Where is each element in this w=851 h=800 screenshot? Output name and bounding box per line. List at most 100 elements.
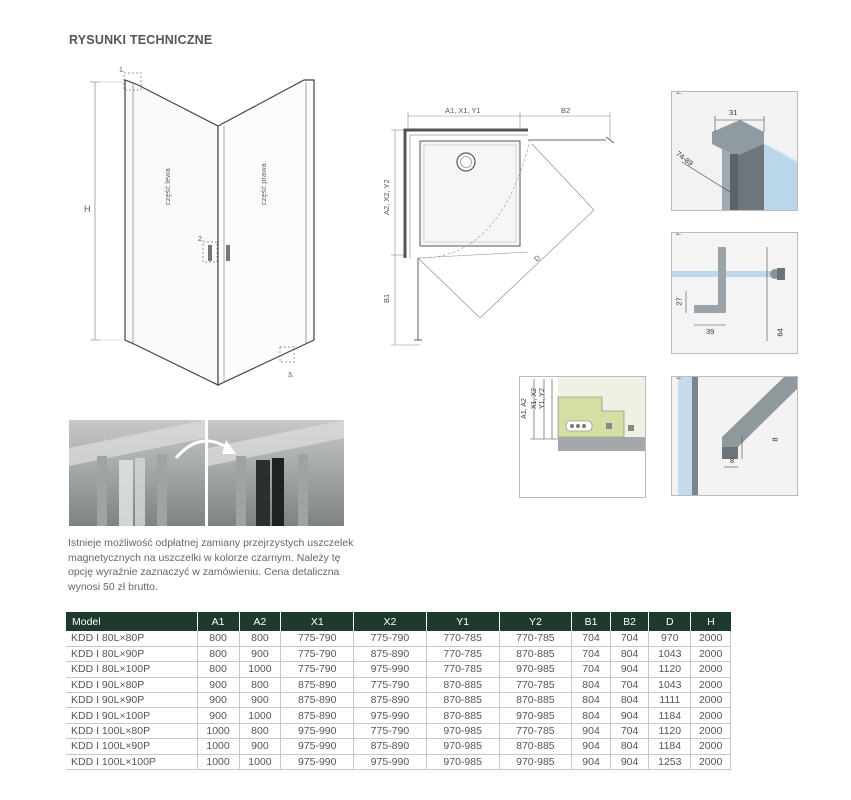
table-cell: 975-990 <box>353 754 427 771</box>
table-cell: 1043 <box>648 646 691 663</box>
table-cell-model: KDD I 80L×80P <box>66 631 198 647</box>
table-cell: 770-785 <box>425 631 500 647</box>
table-cell: 900 <box>196 677 239 694</box>
table-cell: 1184 <box>648 707 691 724</box>
table-cell: 900 <box>196 707 239 724</box>
table-cell: 775-790 <box>280 631 354 647</box>
table-cell: 1000 <box>196 738 239 755</box>
seal-photo-black <box>208 420 344 526</box>
table-cell: 870-885 <box>498 646 572 663</box>
table-cell: 775-790 <box>353 723 427 740</box>
table-cell: 2000 <box>690 707 731 724</box>
table-cell: 875-890 <box>353 692 427 709</box>
table-cell: 2000 <box>690 723 731 740</box>
column-header-a2: A2 <box>238 612 281 631</box>
table-cell: 1000 <box>238 707 281 724</box>
table-cell: 1120 <box>648 661 691 678</box>
column-header-b2: B2 <box>609 612 649 631</box>
column-header-h: H <box>690 612 731 631</box>
detail-2-number: 2. <box>676 232 682 237</box>
detail-base-dim-c: Y1, Y2 <box>538 388 546 409</box>
table-cell: 2000 <box>690 692 731 709</box>
column-header-y1: Y1 <box>425 612 500 631</box>
table-cell: 775-790 <box>280 661 354 678</box>
column-header-a1: A1 <box>196 612 239 631</box>
table-cell: 975-990 <box>280 738 354 755</box>
table-cell: 775-790 <box>353 631 427 647</box>
left-part-label: część lewa <box>163 167 172 205</box>
table-cell: 770-785 <box>498 723 572 740</box>
table-cell: 1000 <box>238 754 281 771</box>
table-cell: 1043 <box>648 677 691 694</box>
page-title: RYSUNKI TECHNICZNE <box>69 33 213 47</box>
table-cell: 804 <box>609 738 649 755</box>
table-cell: 870-885 <box>425 677 500 694</box>
detail-1-number: 1. <box>676 91 682 96</box>
column-header-x2: X2 <box>353 612 427 631</box>
detail-3-panel: 3. 8 8 <box>671 376 798 496</box>
table-cell: 875-890 <box>280 692 354 709</box>
column-header-model: Model <box>66 612 198 631</box>
table-cell: 800 <box>238 723 281 740</box>
table-cell: 870-885 <box>498 738 572 755</box>
table-cell-model: KDD I 90L×100P <box>66 707 198 724</box>
table-cell: 1000 <box>238 661 281 678</box>
table-cell: 875-890 <box>353 646 427 663</box>
table-cell: 900 <box>238 738 281 755</box>
swap-arrow-icon <box>174 439 236 459</box>
marker-2-label: 2. <box>198 236 204 243</box>
detail-3-dim-a: 8 <box>770 437 780 442</box>
detail-1-panel: 1. 31 74-89 <box>671 91 798 211</box>
table-cell: 770-785 <box>425 646 500 663</box>
right-part-label: część prawa <box>259 162 268 205</box>
table-cell: 2000 <box>690 754 731 771</box>
table-cell: 704 <box>571 631 611 647</box>
table-cell: 975-990 <box>280 754 354 771</box>
table-cell: 1000 <box>196 754 239 771</box>
detail-2-panel: 2. 27 39 64 <box>671 232 798 354</box>
table-cell: 1111 <box>648 692 691 709</box>
table-cell: 1253 <box>648 754 691 771</box>
table-cell: 704 <box>609 677 649 694</box>
table-cell: 804 <box>609 692 649 709</box>
plan-diag-dim: D <box>532 253 543 264</box>
table-cell-model: KDD I 80L×90P <box>66 646 198 663</box>
table-cell: 975-990 <box>280 723 354 740</box>
table-cell: 804 <box>571 677 611 694</box>
table-cell: 1184 <box>648 738 691 755</box>
table-cell: 800 <box>238 677 281 694</box>
front-view-drawing: H część lewa część prawa 1. 2. 3. <box>84 67 315 386</box>
detail-base-dim-a: A1, A2 <box>520 398 528 419</box>
table-cell: 800 <box>196 661 239 678</box>
height-dim-label: H <box>84 204 91 214</box>
table-cell: 970-985 <box>425 723 500 740</box>
detail-1-dim-a: 31 <box>729 108 738 117</box>
plan-view-drawing: A1, X1, Y1 B2 A2, X2, Y2 B1 D <box>382 106 615 346</box>
table-cell: 900 <box>238 692 281 709</box>
table-cell: 704 <box>609 631 649 647</box>
table-cell: 2000 <box>690 646 731 663</box>
table-cell: 870-885 <box>498 692 572 709</box>
table-cell-model: KDD I 100L×80P <box>66 723 198 740</box>
detail-3-number: 3. <box>676 376 682 381</box>
right-handle-icon <box>226 245 230 261</box>
table-cell: 775-790 <box>280 646 354 663</box>
table-cell: 900 <box>196 692 239 709</box>
drain-icon <box>456 152 476 172</box>
table-cell: 970-985 <box>425 754 500 771</box>
table-cell: 804 <box>609 646 649 663</box>
column-header-b1: B1 <box>571 612 611 631</box>
table-cell: 775-790 <box>353 677 427 694</box>
table-cell: 704 <box>571 646 611 663</box>
table-cell: 975-990 <box>353 707 427 724</box>
seal-photo-transparent <box>69 420 205 526</box>
table-cell-model: KDD I 100L×100P <box>66 754 198 771</box>
